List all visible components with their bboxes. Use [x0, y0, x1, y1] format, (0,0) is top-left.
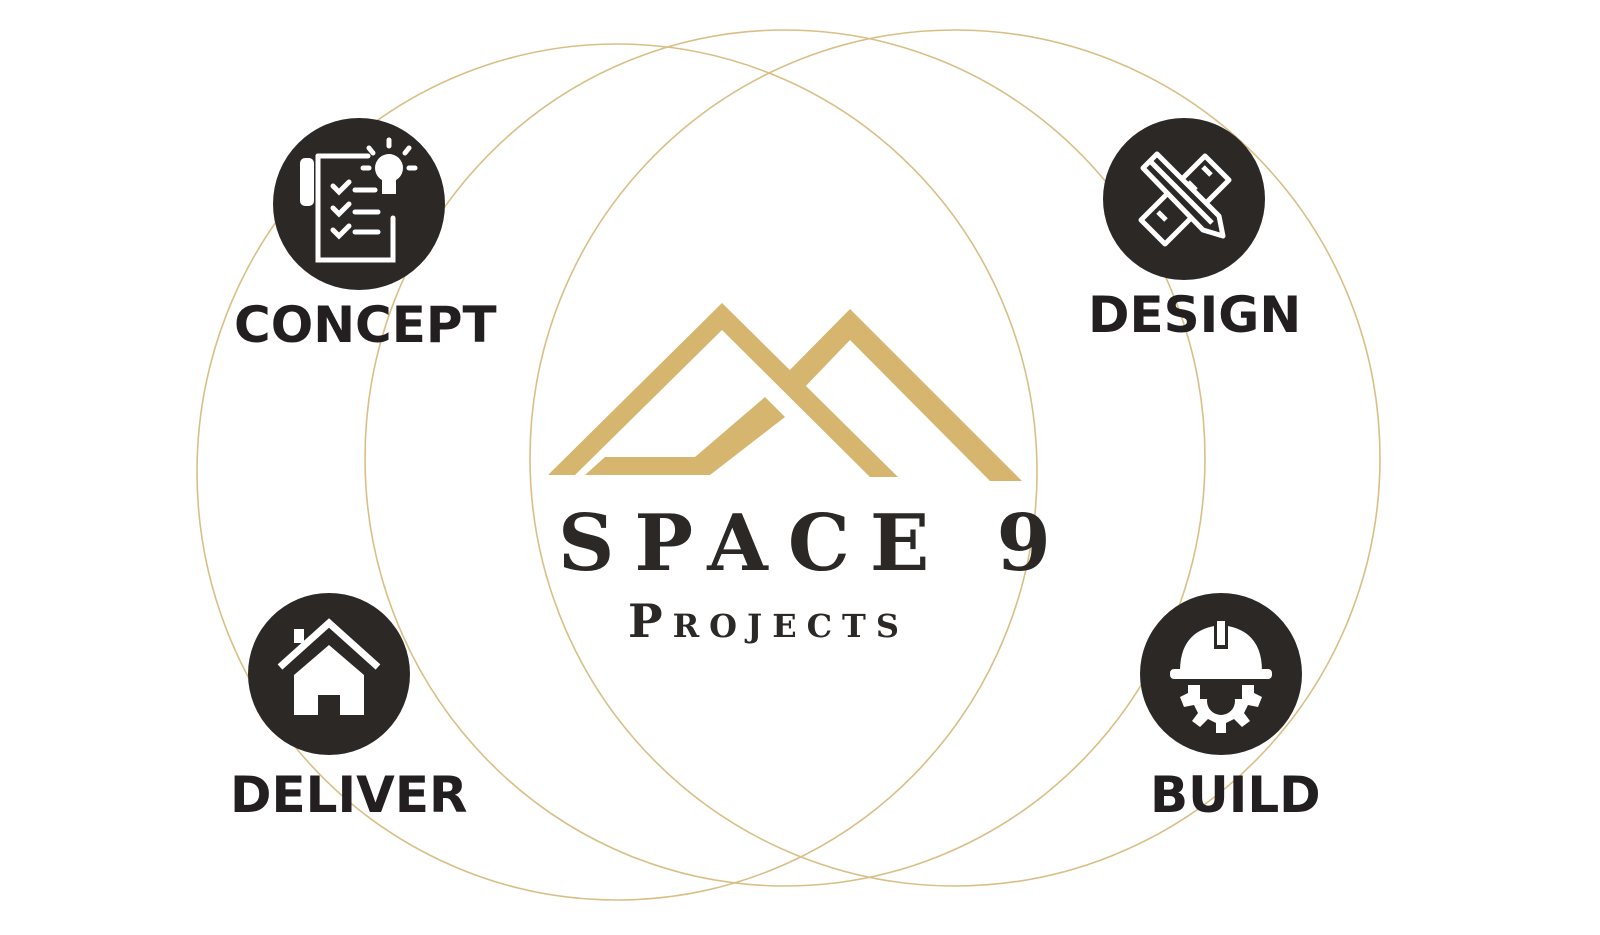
- concept-checklist-lightbulb-icon: [300, 137, 418, 263]
- step-label-build: BUILD: [1150, 766, 1321, 824]
- concept-badge: [273, 118, 445, 290]
- roof-right: [780, 309, 1022, 481]
- brand-title: SPACE 9: [558, 498, 1071, 589]
- step-label-deliver: DELIVER: [230, 766, 468, 824]
- circle-center: [364, 29, 1206, 887]
- ruler-pencil-icon: [1138, 151, 1232, 247]
- roof-left: [548, 303, 898, 477]
- brand-subtitle: Projects: [628, 594, 909, 648]
- circle-left: [196, 43, 1038, 901]
- design-badge: [1103, 118, 1265, 280]
- build-badge: [1140, 593, 1302, 755]
- house-icon: [277, 618, 381, 715]
- circle-right: [529, 29, 1381, 887]
- deliver-badge: [248, 593, 410, 755]
- step-label-design: DESIGN: [1088, 286, 1302, 344]
- roof-right-leg: [585, 397, 785, 475]
- hardhat-gear-icon: [1170, 619, 1272, 733]
- step-label-concept: CONCEPT: [234, 296, 497, 354]
